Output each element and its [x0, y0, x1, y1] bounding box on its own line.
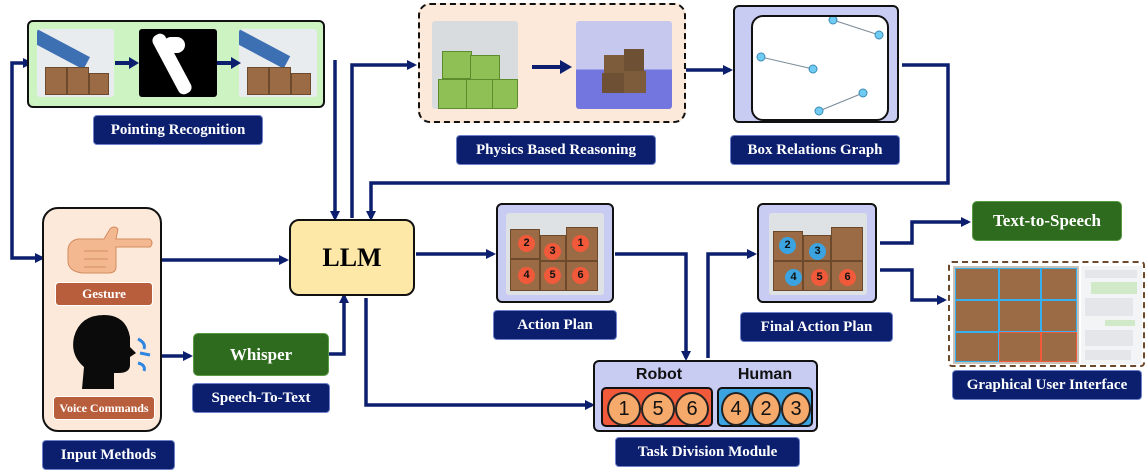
speech-to-text-label: Speech-To-Text — [192, 383, 330, 413]
human-task-item: 4 — [721, 392, 751, 426]
human-task-item: 2 — [751, 392, 781, 426]
pointing-hand-icon — [67, 226, 153, 274]
final-number: 4 — [785, 269, 802, 286]
task-division-label: Task Division Module — [615, 437, 800, 467]
human-title: Human — [737, 366, 793, 383]
final-action-plan-label: Final Action Plan — [740, 312, 893, 342]
final-number: 3 — [809, 243, 826, 260]
input-methods-label: Input Methods — [42, 440, 175, 470]
action-number: 1 — [572, 235, 589, 252]
gui-screenshot-panel — [948, 261, 1145, 367]
pointing-recognition-panel — [27, 20, 325, 108]
robot-title: Robot — [635, 366, 683, 383]
box-relations-panel — [733, 5, 899, 123]
speaking-head-icon — [73, 315, 151, 389]
graph-node — [808, 64, 818, 74]
arrow-llm-to-physics — [350, 60, 417, 218]
final-number: 5 — [811, 269, 828, 286]
input-methods-panel: Gesture Voice Commands — [42, 207, 162, 432]
physics-reasoning-label: Physics Based Reasoning — [456, 135, 656, 165]
robot-task-item: 1 — [607, 392, 641, 426]
gui-chat-panel — [1081, 266, 1142, 364]
arrow-whisper-to-llm — [328, 293, 349, 356]
arrow-final-to-tts — [880, 217, 971, 245]
box-relations-label: Box Relations Graph — [730, 135, 900, 165]
arrow-to-pointing — [10, 58, 33, 230]
robot-task-item: 6 — [675, 392, 709, 426]
physics-photo — [432, 21, 518, 109]
text-to-speech-title: Text-to-Speech — [993, 211, 1101, 230]
arrow-task-to-final — [706, 249, 757, 358]
pointing-photo-2 — [239, 29, 317, 97]
gui-camera-view — [953, 266, 1079, 364]
action-number: 3 — [544, 243, 561, 260]
box-relations-graph — [756, 15, 884, 116]
final-action-plan-photo: 2 3 4 5 6 — [769, 213, 867, 295]
action-number: 5 — [544, 267, 561, 284]
physics-simulation-render — [576, 21, 672, 109]
whisper-title: Whisper — [229, 345, 293, 364]
task-division-panel: Robot Human 1 5 6 4 2 3 — [593, 360, 818, 432]
human-task-group: 4 2 3 — [717, 387, 813, 427]
gesture-label: Gesture — [55, 282, 153, 306]
final-number: 2 — [779, 237, 796, 254]
llm-block: LLM — [289, 219, 415, 296]
action-number: 6 — [572, 267, 589, 284]
action-plan-photo: 2 3 1 4 5 6 — [506, 213, 604, 295]
action-plan-panel: 2 3 1 4 5 6 — [496, 203, 614, 303]
robot-task-group: 1 5 6 — [601, 387, 713, 427]
physics-reasoning-panel — [418, 3, 686, 123]
gui-label: Graphical User Interface — [952, 370, 1142, 400]
final-action-plan-panel: 2 3 4 5 6 — [757, 203, 877, 303]
graph-node — [858, 88, 868, 98]
arrow-to-input — [10, 230, 45, 263]
graph-node — [756, 52, 766, 62]
whisper-block: Whisper — [193, 333, 329, 376]
voice-commands-label: Voice Commands — [53, 396, 155, 420]
pointing-photo-1 — [37, 29, 114, 97]
action-number: 2 — [518, 235, 535, 252]
arrow-llm-to-task — [364, 298, 595, 410]
action-plan-label: Action Plan — [493, 310, 617, 340]
graph-node — [814, 106, 824, 116]
pointing-step-arrow-2 — [217, 57, 241, 69]
arrow-action-to-task — [615, 252, 691, 361]
pointing-step-arrow-1 — [115, 57, 139, 69]
graph-node — [828, 15, 838, 25]
text-to-speech-block: Text-to-Speech — [972, 201, 1122, 241]
final-number: 6 — [839, 269, 856, 286]
action-number: 4 — [518, 267, 535, 284]
arrow-final-to-gui — [880, 268, 947, 305]
graph-node — [874, 30, 884, 40]
llm-title: LLM — [322, 243, 382, 272]
physics-step-arrow — [532, 60, 572, 74]
human-task-item: 3 — [781, 392, 811, 426]
pointing-mask-image — [139, 29, 217, 97]
box-relations-canvas — [751, 15, 889, 121]
pointing-recognition-label: Pointing Recognition — [93, 115, 263, 145]
robot-task-item: 5 — [641, 392, 675, 426]
arrow-graph-to-llm — [366, 63, 950, 221]
